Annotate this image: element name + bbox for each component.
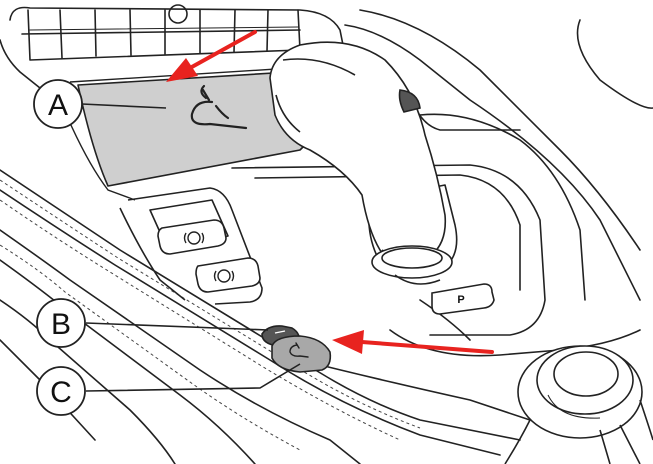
callout-c: C — [36, 366, 86, 416]
auto-hold-button[interactable] — [195, 257, 261, 293]
parking-brake-icon — [183, 231, 205, 245]
callout-a: A — [33, 79, 83, 129]
wireless-charging-button[interactable] — [271, 335, 332, 373]
callout-b: B — [36, 298, 86, 348]
wireless-charging-icon — [190, 84, 248, 130]
park-button-label: P — [457, 294, 464, 306]
parking-brake-button[interactable] — [157, 219, 227, 255]
wireless-charging-button-icon — [289, 342, 309, 358]
callout-a-label: A — [48, 89, 68, 122]
callout-leaders — [81, 103, 301, 392]
auto-hold-icon — [213, 269, 235, 283]
arrow-to-charging-pad — [166, 30, 257, 82]
callout-c-label: C — [50, 376, 72, 409]
callout-b-label: B — [51, 308, 71, 341]
arrow-to-charging-button — [332, 330, 494, 354]
park-button[interactable]: P — [431, 283, 495, 315]
shifter-release-tab — [398, 89, 421, 113]
rotary-controller[interactable] — [504, 345, 653, 464]
gear-shifter[interactable] — [269, 41, 458, 285]
